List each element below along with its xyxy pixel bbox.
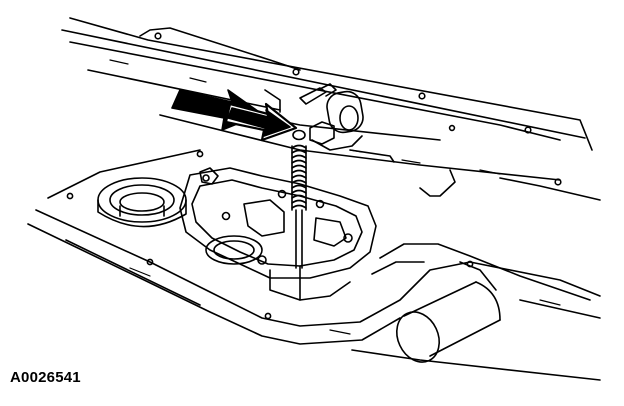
detail-strokes (109, 59, 561, 335)
figure-id-label: A0026541 (10, 369, 81, 386)
valve-body (179, 167, 377, 301)
transmission-case (27, 149, 601, 381)
upper-housing-plate (61, 17, 601, 201)
mounting-bolt (299, 83, 364, 151)
filter-cylinder (396, 261, 501, 363)
callout-arrow-icon (171, 89, 298, 142)
round-port (97, 177, 187, 228)
valve-spring (291, 129, 307, 269)
